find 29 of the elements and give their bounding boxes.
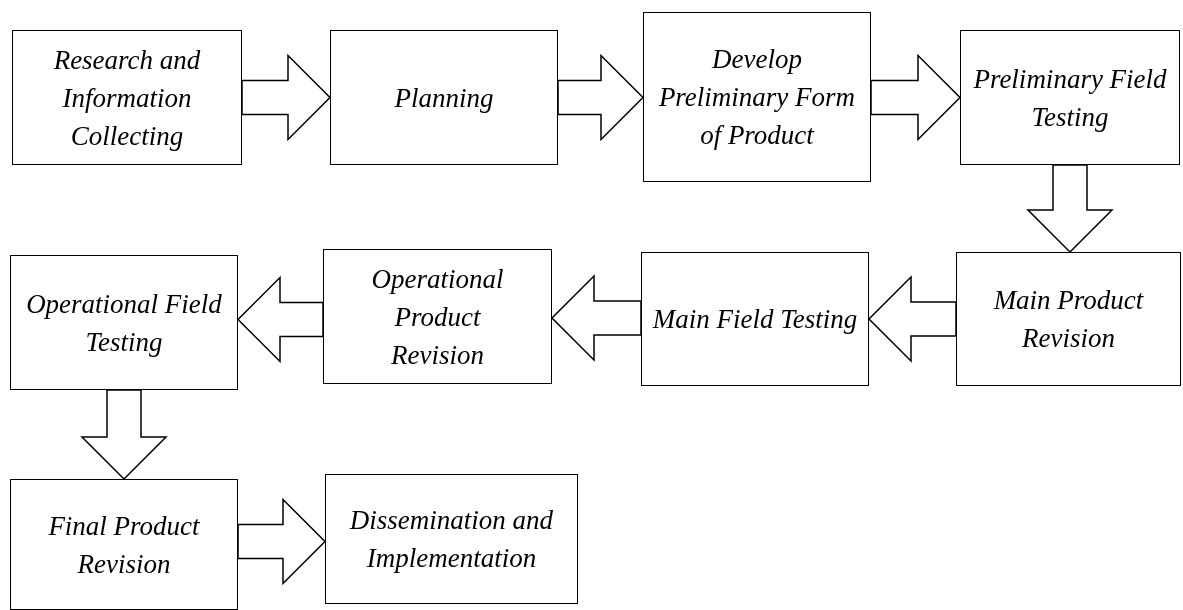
step-label: Main Product Revision — [992, 284, 1145, 355]
step-label: Main Field Testing — [652, 303, 858, 336]
block-arrow — [237, 497, 327, 586]
step-label: Preliminary Field Testing — [972, 62, 1168, 134]
step-label: Dissemination and Implementation — [348, 504, 555, 575]
step-label: Operational Field Testing — [25, 287, 223, 359]
block-arrow — [80, 389, 168, 481]
block-arrow — [1026, 164, 1114, 254]
block-arrow — [550, 274, 642, 362]
block-arrow — [236, 275, 324, 364]
step-label: Planning — [394, 81, 494, 115]
process-box — [960, 30, 1180, 165]
process-box — [12, 30, 242, 165]
process-box — [330, 30, 558, 165]
process-box — [10, 479, 238, 610]
step-label: Develop Preliminary Form of Product — [657, 43, 857, 152]
block-arrow — [867, 275, 957, 363]
block-arrow — [870, 53, 962, 142]
process-box — [643, 12, 871, 182]
step-label: Research and Information Collecting — [52, 43, 202, 153]
step-label: Final Product Revision — [47, 509, 201, 581]
block-arrow — [557, 53, 645, 142]
process-box — [956, 252, 1181, 386]
process-box — [325, 474, 578, 604]
process-box — [641, 252, 869, 386]
process-box — [323, 249, 552, 384]
process-box — [10, 255, 238, 390]
step-label: Operational Product Revision — [370, 262, 505, 372]
block-arrow — [241, 53, 332, 142]
